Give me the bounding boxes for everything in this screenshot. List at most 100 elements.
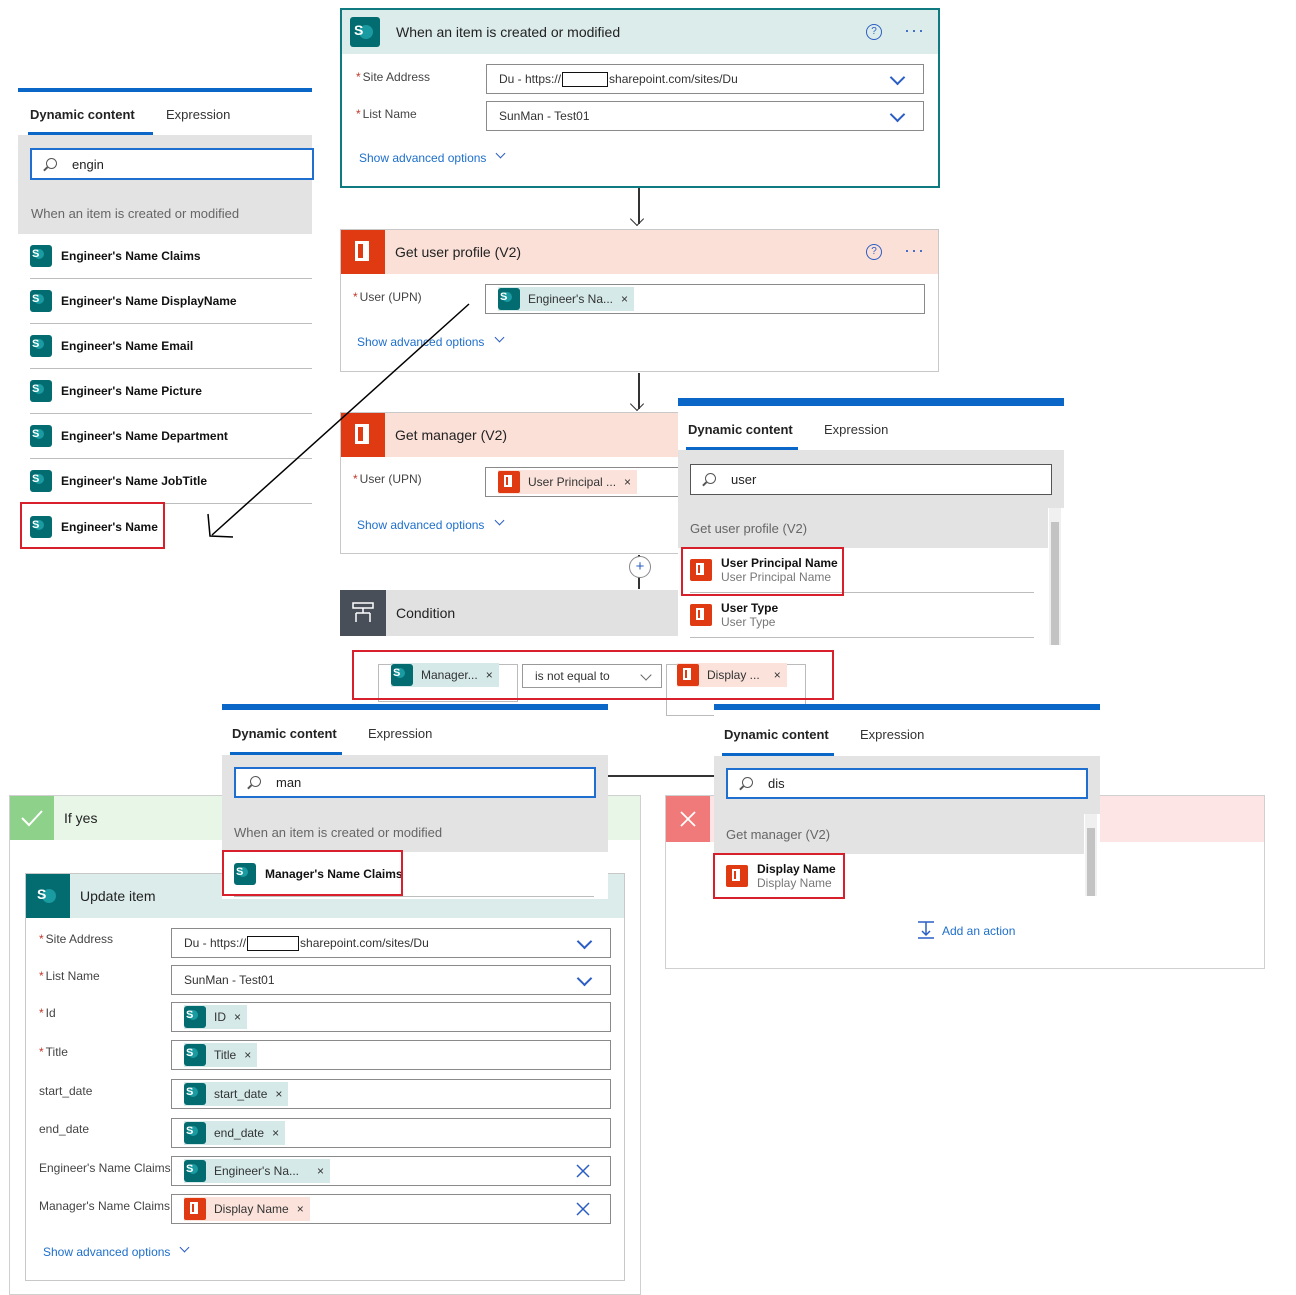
dynamic-token[interactable]: Engineer's Na... × xyxy=(498,287,635,311)
sharepoint-icon xyxy=(184,1122,206,1144)
dynamic-token[interactable]: Title × xyxy=(184,1043,258,1067)
search-input[interactable]: man xyxy=(234,767,596,798)
user-upn-field[interactable]: Engineer's Na... × xyxy=(485,284,925,314)
sharepoint-icon xyxy=(184,1006,206,1028)
help-icon[interactable]: ? xyxy=(866,24,882,40)
manager-claims-field[interactable]: Display Name × xyxy=(171,1194,611,1224)
add-action-icon[interactable] xyxy=(916,920,936,943)
remove-token-icon[interactable]: × xyxy=(272,1126,280,1140)
close-icon xyxy=(666,796,710,842)
list-item[interactable]: Engineer's Name Picture xyxy=(30,369,312,414)
dynamic-token[interactable]: User Principal ... × xyxy=(498,470,638,494)
show-advanced-link[interactable]: Show advanced options xyxy=(43,1245,171,1259)
tab-expression[interactable]: Expression xyxy=(368,726,433,741)
sharepoint-icon xyxy=(30,470,52,492)
trigger-header[interactable]: When an item is created or modified xyxy=(342,10,938,54)
search-input[interactable]: user xyxy=(690,464,1052,495)
tab-underline xyxy=(230,752,342,755)
list-item[interactable]: Engineer's Name Email xyxy=(30,324,312,369)
manager-claims-label: Manager's Name Claims xyxy=(39,1199,170,1213)
site-address-label: *Site Address xyxy=(356,70,431,84)
check-icon xyxy=(10,796,54,840)
search-input[interactable]: engin xyxy=(30,148,314,180)
office-tile xyxy=(341,230,385,274)
remove-token-icon[interactable]: × xyxy=(485,668,493,682)
dynamic-token[interactable]: Engineer's Na... × xyxy=(184,1159,331,1183)
remove-token-icon[interactable]: × xyxy=(624,475,632,489)
connector-line xyxy=(638,188,640,224)
site-address-field[interactable]: Du - https://sharepoint.com/sites/Du xyxy=(171,928,611,958)
clear-field-icon[interactable] xyxy=(576,1202,590,1219)
panel-accent-bar xyxy=(18,88,312,92)
list-item[interactable]: Engineer's Name xyxy=(30,504,312,549)
site-address-field[interactable]: Du - https://sharepoint.com/sites/Du xyxy=(486,64,924,94)
end-date-field[interactable]: end_date × xyxy=(171,1118,611,1148)
list-item[interactable]: Engineer's Name Claims xyxy=(30,234,312,279)
trigger-card: When an item is created or modified ? ··… xyxy=(340,8,940,188)
dynamic-token[interactable]: Display Name × xyxy=(184,1197,310,1221)
user-upn-label: *User (UPN) xyxy=(353,472,422,486)
dynamic-token[interactable]: Manager... × xyxy=(391,663,499,687)
chevron-down-icon[interactable] xyxy=(494,515,505,526)
chevron-down-icon[interactable] xyxy=(495,148,506,159)
list-item[interactable]: Engineer's Name DisplayName xyxy=(30,279,312,324)
list-name-field[interactable]: SunMan - Test01 xyxy=(486,101,924,131)
show-advanced-link[interactable]: Show advanced options xyxy=(357,335,485,349)
scrollbar[interactable] xyxy=(1085,814,1097,896)
more-options-icon[interactable]: ··· xyxy=(904,20,925,40)
remove-token-icon[interactable]: × xyxy=(275,1087,283,1101)
more-options-icon[interactable]: ··· xyxy=(904,240,925,260)
add-action-link[interactable]: Add an action xyxy=(942,924,1016,938)
id-field[interactable]: ID × xyxy=(171,1002,611,1032)
start-date-label: start_date xyxy=(39,1084,93,1098)
dynamic-token[interactable]: ID × xyxy=(184,1005,248,1029)
tab-dynamic-content[interactable]: Dynamic content xyxy=(688,422,793,437)
tab-dynamic-content[interactable]: Dynamic content xyxy=(724,727,829,742)
title-field[interactable]: Title × xyxy=(171,1040,611,1070)
search-input[interactable]: dis xyxy=(726,768,1088,799)
chevron-down-icon[interactable] xyxy=(494,332,505,343)
list-item[interactable]: Engineer's Name Department xyxy=(30,414,312,459)
tab-underline xyxy=(722,753,834,756)
manager-title: Get manager (V2) xyxy=(395,427,508,443)
list-item[interactable]: Manager's Name Claims xyxy=(234,852,594,897)
sharepoint-icon xyxy=(391,664,413,686)
tab-expression[interactable]: Expression xyxy=(860,727,925,742)
tab-expression[interactable]: Expression xyxy=(824,422,889,437)
condition-left-field[interactable]: Manager... × xyxy=(378,663,518,702)
tab-dynamic-content[interactable]: Dynamic content xyxy=(30,107,135,122)
profile-header[interactable]: Get user profile (V2) xyxy=(341,230,938,274)
tab-expression[interactable]: Expression xyxy=(166,107,231,122)
group-header: Get manager (V2) xyxy=(714,814,1084,854)
remove-token-icon[interactable]: × xyxy=(773,668,781,682)
scrollbar-thumb[interactable] xyxy=(1051,522,1059,645)
dynamic-token[interactable]: Display ... × xyxy=(677,663,787,687)
start-date-field[interactable]: start_date × xyxy=(171,1079,611,1109)
chevron-down-icon[interactable] xyxy=(179,1242,190,1253)
help-icon[interactable]: ? xyxy=(866,244,882,260)
list-name-field[interactable]: SunMan - Test01 xyxy=(171,965,611,995)
remove-token-icon[interactable]: × xyxy=(244,1048,252,1062)
clear-field-icon[interactable] xyxy=(576,1164,590,1181)
tab-underline xyxy=(686,447,798,450)
scrollbar[interactable] xyxy=(1049,508,1061,645)
show-advanced-link[interactable]: Show advanced options xyxy=(359,151,487,165)
dynamic-token[interactable]: start_date × xyxy=(184,1082,289,1106)
sharepoint-icon xyxy=(184,1044,206,1066)
add-step-icon[interactable]: + xyxy=(629,556,651,578)
operator-select[interactable]: is not equal to xyxy=(522,664,662,688)
highlight-box xyxy=(681,547,844,596)
dynamic-token[interactable]: end_date × xyxy=(184,1121,286,1145)
remove-token-icon[interactable]: × xyxy=(317,1164,325,1178)
tab-dynamic-content[interactable]: Dynamic content xyxy=(232,726,337,741)
engineer-claims-field[interactable]: Engineer's Na... × xyxy=(171,1156,611,1186)
remove-token-icon[interactable]: × xyxy=(296,1202,304,1216)
show-advanced-link[interactable]: Show advanced options xyxy=(357,518,485,532)
remove-token-icon[interactable]: × xyxy=(621,292,629,306)
scrollbar-thumb[interactable] xyxy=(1087,828,1095,896)
remove-token-icon[interactable]: × xyxy=(234,1010,242,1024)
list-item[interactable]: Engineer's Name JobTitle xyxy=(30,459,312,504)
